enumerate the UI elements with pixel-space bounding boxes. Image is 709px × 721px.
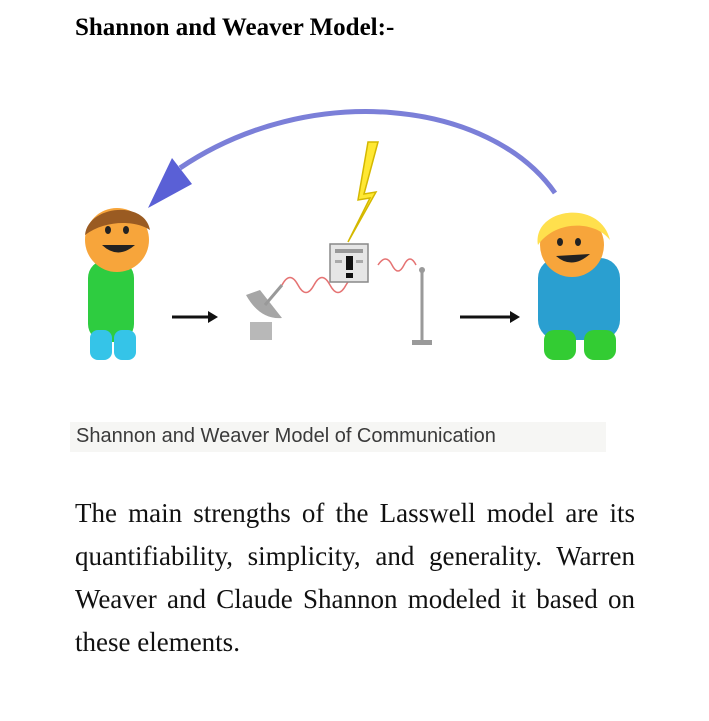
page-title: Shannon and Weaver Model:- [75,14,395,41]
lightning-bolt-icon [347,141,379,243]
noise-warning-box-icon [329,243,369,283]
shannon-weaver-diagram [85,109,620,360]
noise-wave-icon [281,258,417,294]
satellite-dish-icon [246,284,284,340]
arrow-right-icon [460,311,520,323]
caption-background [70,422,606,452]
feedback-arrow-icon [148,109,558,208]
receiver-person-icon [537,212,620,360]
figure-caption: Shannon and Weaver Model of Communicatio… [76,425,496,447]
antenna-icon [412,267,432,345]
sender-person-icon [85,208,150,360]
body-paragraph: The main strengths of the Lasswell model… [75,498,635,657]
arrow-right-icon [172,311,218,323]
